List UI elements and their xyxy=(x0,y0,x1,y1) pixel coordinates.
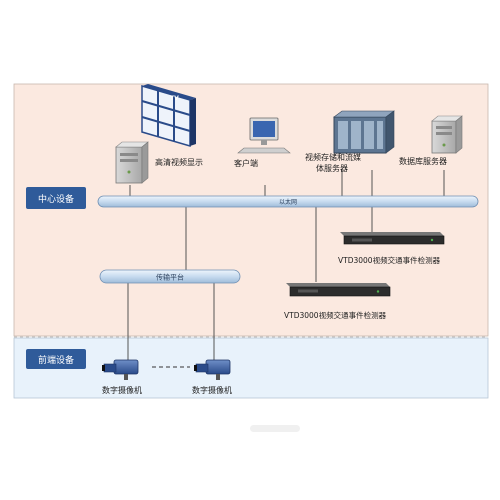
watermark-smudge xyxy=(250,425,300,432)
digital-camera-2-icon xyxy=(194,359,231,380)
front-zone xyxy=(13,337,489,399)
front-zone-label-text: 前端设备 xyxy=(38,354,74,366)
transport-platform-label: 传输平台 xyxy=(156,273,184,282)
video-wall-icon: TV xyxy=(141,84,196,147)
video-storage-label-line1: 视频存储和流媒 xyxy=(305,152,361,162)
connection-lines xyxy=(127,170,445,360)
front-zone-label: 前端设备 xyxy=(26,349,86,369)
client-pc-icon xyxy=(237,117,291,154)
video-storage-server-icon xyxy=(333,110,395,154)
center-zone-label: 中心设备 xyxy=(26,187,86,209)
svg-text:TV: TV xyxy=(170,95,179,102)
ethernet-bus-label: 以太网 xyxy=(279,198,297,206)
client-label: 客户端 xyxy=(234,158,258,168)
video-storage-label-line2: 体服务器 xyxy=(316,163,348,173)
center-zone-label-text: 中心设备 xyxy=(38,193,74,205)
database-server-icon xyxy=(431,115,463,154)
camera-1-label: 数字摄像机 xyxy=(102,385,142,395)
display-server-icon xyxy=(115,141,149,184)
vtd-detector-1-label: VTD3000视频交通事件检测器 xyxy=(338,255,441,265)
camera-2-label: 数字摄像机 xyxy=(192,385,232,395)
ethernet-bus: 以太网 xyxy=(97,195,479,208)
vtd-detector-2-icon xyxy=(286,283,391,297)
hd-display-label: 高清视频显示 xyxy=(155,157,203,167)
digital-camera-1-icon xyxy=(102,359,139,380)
transport-platform-bus: 传输平台 xyxy=(99,269,241,284)
vtd-detector-2-label: VTD3000视频交通事件检测器 xyxy=(284,310,387,320)
vtd-detector-1-icon xyxy=(340,232,445,245)
db-server-label: 数据库服务器 xyxy=(399,156,447,166)
